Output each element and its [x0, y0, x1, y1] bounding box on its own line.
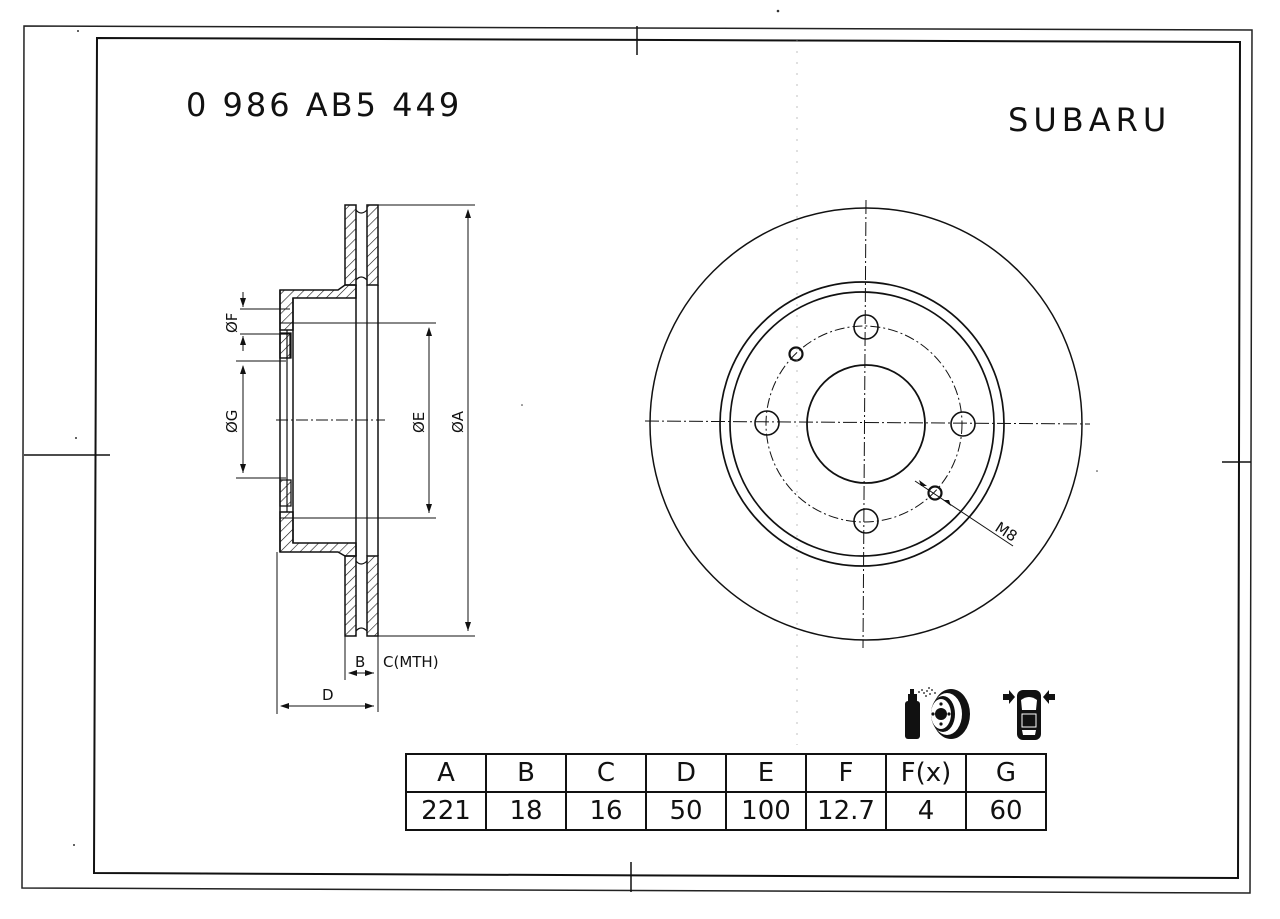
- value-c: 16: [565, 791, 647, 831]
- bolt-hole-right: [950, 411, 976, 437]
- header-g: G: [965, 753, 1047, 793]
- label-dia-g: ØG: [223, 410, 241, 433]
- value-b: 18: [485, 791, 567, 831]
- inner-frame: [92, 36, 1242, 880]
- dimension-table: A B C D E F F(x) G 221 18 16 50 100 12.7…: [405, 753, 1047, 831]
- bolt-hole-top: [853, 314, 879, 340]
- header-f: F: [805, 753, 887, 793]
- value-e: 100: [725, 791, 807, 831]
- value-d: 50: [645, 791, 727, 831]
- header-c: C: [565, 753, 647, 793]
- bolt-hole-left: [754, 410, 780, 436]
- scan-specks: [73, 9, 1098, 846]
- friction-ring-inner-circle: [719, 281, 1005, 567]
- label-m8: M8: [992, 518, 1021, 545]
- label-dia-f: ØF: [223, 313, 241, 333]
- bolt-pitch-circle: [765, 325, 963, 523]
- header-a: A: [405, 753, 487, 793]
- side-section-view: ØF ØG ØE ØA B C(MTH) D: [223, 204, 475, 714]
- brand-name: SUBARU: [1008, 101, 1172, 139]
- label-c-mth: C(MTH): [383, 653, 439, 671]
- frame-center-marks: [24, 26, 1251, 892]
- header-e: E: [725, 753, 807, 793]
- value-a: 221: [405, 791, 487, 831]
- dimension-table-header-row: A B C D E F F(x) G: [405, 753, 1047, 793]
- center-bore-circle: [806, 364, 926, 484]
- label-b: B: [355, 653, 365, 671]
- threaded-hole-upper: [788, 346, 804, 362]
- header-d: D: [645, 753, 727, 793]
- value-g: 60: [965, 791, 1047, 831]
- front-view: [644, 199, 1091, 649]
- axle-position-car-icon: [1003, 690, 1055, 740]
- brake-cleaner-spray-disc-icon: [905, 687, 970, 739]
- dimension-table-value-row: 221 18 16 50 100 12.7 4 60: [405, 791, 1047, 831]
- value-fx: 4: [885, 791, 967, 831]
- label-dia-e: ØE: [410, 412, 428, 433]
- threaded-hole-lower: [927, 485, 943, 501]
- bolt-hole-bottom: [853, 508, 879, 534]
- hat-outer-circle: [729, 291, 995, 557]
- header-b: B: [485, 753, 567, 793]
- part-number: 0 986 AB5 449: [186, 86, 463, 124]
- value-f: 12.7: [805, 791, 887, 831]
- label-d: D: [322, 686, 334, 704]
- outer-frame: [21, 25, 1253, 894]
- header-fx: F(x): [885, 753, 967, 793]
- label-dia-a: ØA: [449, 410, 467, 433]
